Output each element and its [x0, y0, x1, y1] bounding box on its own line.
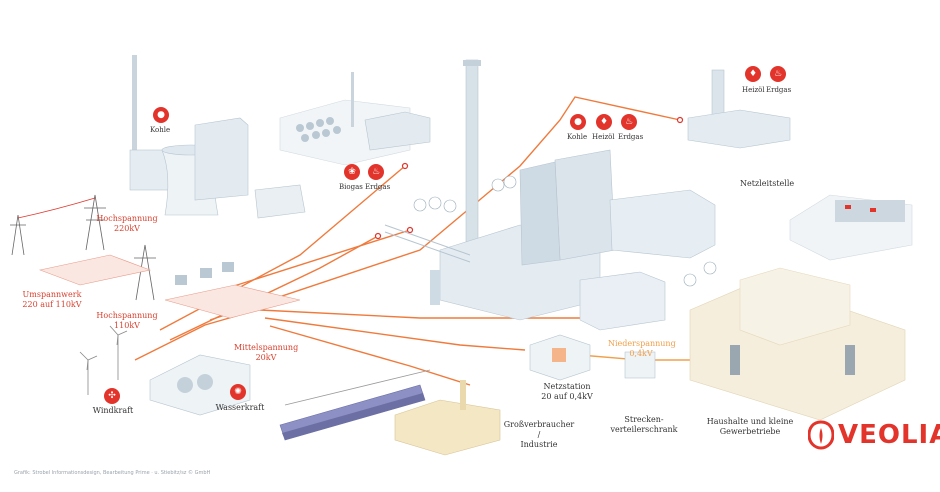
hochspannung-220-label: Hochspannung 220kV	[96, 214, 158, 233]
rail-tracks	[384, 224, 471, 263]
oil-drop-icon: ♦	[745, 66, 761, 82]
line-nodes	[374, 116, 684, 240]
trees	[413, 175, 717, 287]
erdgas-right-caption: Erdgas	[766, 86, 792, 94]
umspannwerk-label: Umspannwerk 220 auf 110kV	[22, 290, 82, 309]
haushalte-label: Haushalte und kleine Gewerbetriebe	[706, 417, 794, 436]
strecken-label: Strecken- verteilerschrank	[610, 415, 678, 434]
households	[689, 267, 906, 421]
biogas-icon: ❀	[344, 164, 360, 180]
erdgas-mid-caption: Erdgas	[365, 183, 391, 191]
substation	[38, 254, 301, 319]
coal-power-plant	[129, 55, 306, 219]
heizoel-center-caption: Heizöl	[592, 133, 615, 141]
veolia-logo: VEOLIA	[808, 420, 940, 450]
central-power-plant	[384, 59, 717, 331]
hochspannung-110-label: Hochspannung 110kV	[96, 311, 158, 330]
veolia-logo-text: VEOLIA	[838, 420, 940, 450]
transmission-towers	[10, 194, 156, 301]
control-room	[789, 194, 913, 261]
kohle-center-caption: Kohle	[567, 133, 588, 141]
veolia-logo-mark	[808, 420, 834, 450]
gas-flame-icon: ♨	[368, 164, 384, 180]
wind-turbines	[79, 325, 128, 395]
netzstation-label: Netzstation 20 auf 0,4kV	[541, 382, 593, 401]
windkraft-label: Windkraft	[92, 406, 134, 415]
tram	[279, 369, 431, 441]
wasserkraft-label: Wasserkraft	[215, 403, 265, 412]
kohle-left-caption: Kohle	[150, 126, 171, 134]
oil-drop-icon: ♦	[596, 114, 612, 130]
gas-flame-icon: ♨	[770, 66, 786, 82]
niederspannung-label: Niederspannung 0,4kV	[608, 339, 676, 358]
hydro-plant	[149, 354, 251, 416]
coal-icon: ●	[153, 107, 169, 123]
grid-station	[529, 334, 591, 381]
erdgas-center-caption: Erdgas	[618, 133, 644, 141]
street-cabinet	[624, 351, 656, 379]
industry-building	[394, 380, 501, 456]
gas-flame-icon: ♨	[621, 114, 637, 130]
mittelspannung-label: Mittelspannung 20kV	[234, 343, 299, 362]
coal-icon: ●	[570, 114, 586, 130]
heizoel-right-caption: Heizöl	[742, 86, 765, 94]
grossverbraucher-label: Großverbraucher / Industrie	[503, 420, 575, 449]
water-wheel-icon: ✺	[230, 384, 246, 400]
netzleitstelle-label: Netzleitstelle	[740, 179, 795, 188]
biogas-caption: Biogas	[339, 183, 363, 191]
image-credit: Grafik: Strobel Informationsdesign, Bear…	[14, 470, 211, 476]
biogas-plant	[279, 72, 431, 166]
oil-gas-plant	[687, 69, 791, 149]
wind-turbine-icon: ✣	[104, 388, 120, 404]
